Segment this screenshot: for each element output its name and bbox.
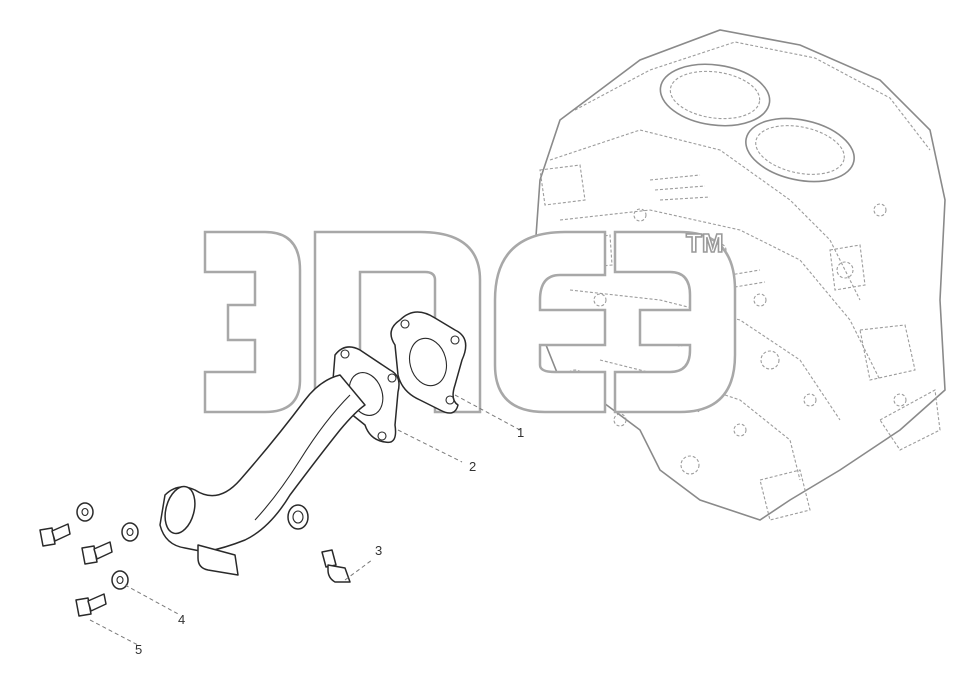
callout-1: 1 [517, 425, 524, 440]
sensor-part [321, 549, 351, 583]
gasket-part [390, 311, 467, 414]
watermark-logo: TM [203, 227, 737, 414]
washer-parts [76, 502, 139, 590]
leader-lines [89, 394, 521, 646]
callout-3: 3 [375, 543, 382, 558]
trademark-label: TM [686, 228, 724, 258]
callout-5: 5 [135, 642, 142, 657]
callout-4: 4 [178, 612, 185, 627]
bolt-parts [39, 523, 113, 617]
pipe-part [159, 346, 400, 576]
callout-2: 2 [469, 459, 476, 474]
